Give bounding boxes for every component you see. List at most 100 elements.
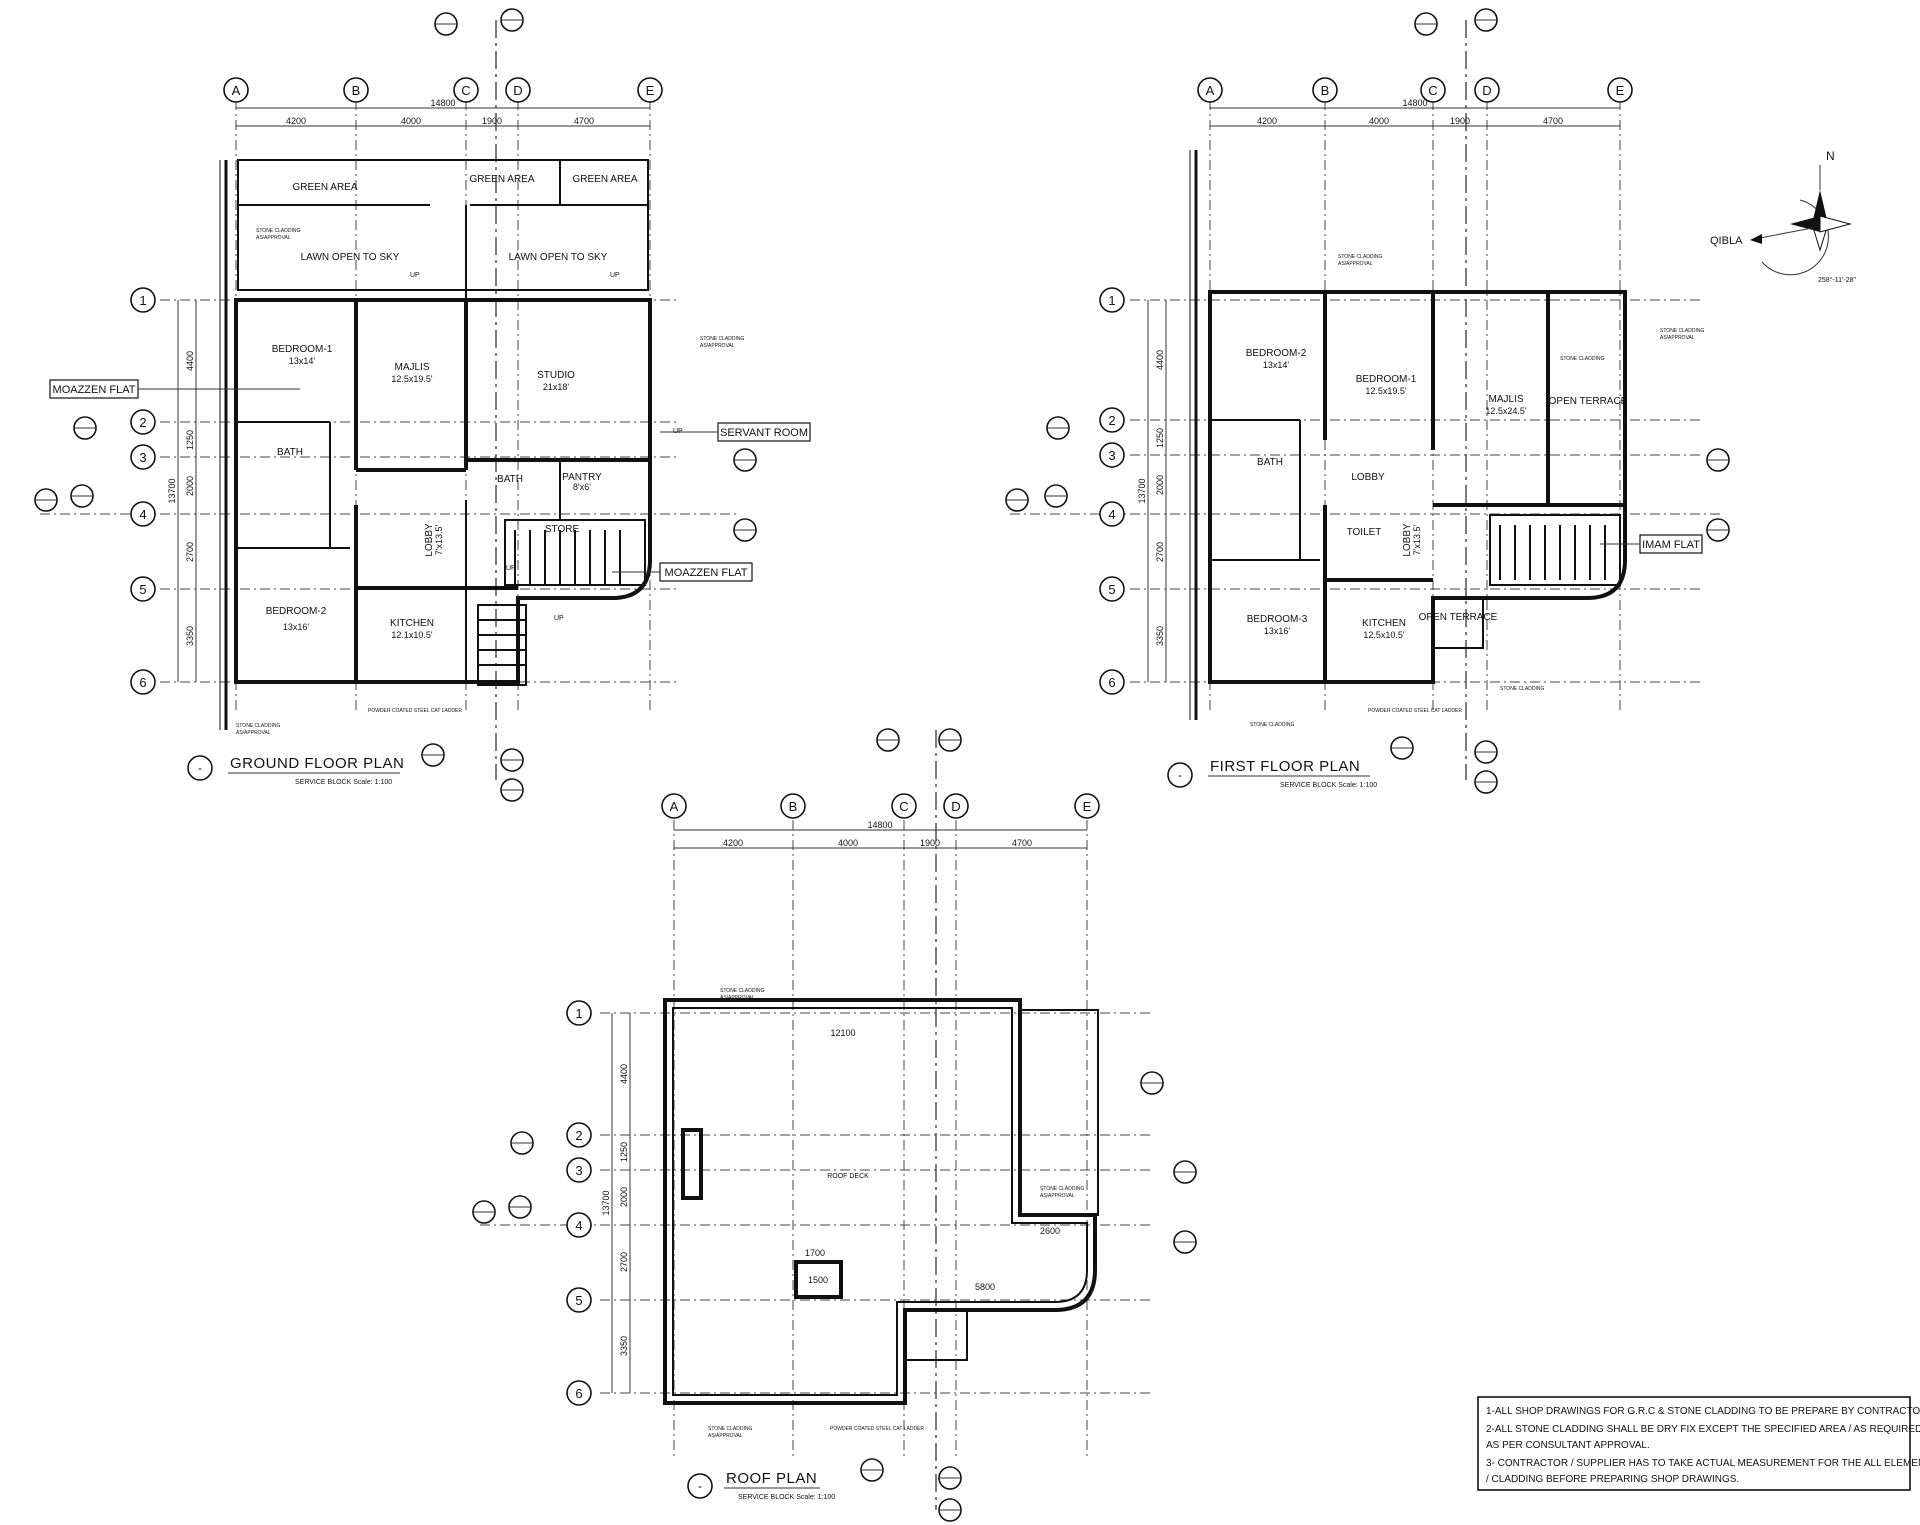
gf-grid-lines — [40, 20, 740, 780]
ff-callout-imam-flat: IMAM FLAT — [1642, 539, 1700, 551]
gf-dim-total: 14800 — [430, 98, 455, 108]
gf-room-store: STORE — [545, 524, 580, 535]
gf-col-c: C — [461, 83, 470, 98]
ff-title-dash: - — [1178, 768, 1182, 782]
gf-room-lawn-2: LAWN OPEN TO SKY — [509, 252, 608, 263]
gf-up-2: UP — [610, 272, 620, 279]
rp-title: ROOF PLAN — [726, 1470, 817, 1487]
gf-row-span-2: 1250 — [185, 430, 195, 450]
qibla-angle: 258°-11'-28" — [1818, 276, 1857, 284]
ff-stone-cladding-1-sub: AS/APPROVAL — [1338, 261, 1373, 267]
rp-row-2: 2 — [575, 1128, 582, 1143]
rp-title-dash: - — [698, 1479, 702, 1493]
rp-col-a: A — [670, 799, 679, 814]
rp-parapet-outer — [663, 998, 1097, 1405]
rp-row-5: 5 — [575, 1293, 582, 1308]
ff-room-bath: BATH — [1257, 457, 1283, 468]
gf-stone-cladding-2: STONE CLADDING — [700, 336, 744, 342]
ff-room-majlis: MAJLIS — [1488, 394, 1523, 405]
rp-col-d: D — [951, 799, 960, 814]
gf-dim-span-1: 4200 — [286, 116, 306, 126]
gf-up-3: UP — [673, 428, 683, 435]
north-label: N — [1826, 149, 1835, 163]
gf-annotations: UP UP UP UP UP UP STONE CLADDING AS/APPR… — [236, 228, 744, 736]
ff-row-span-5: 3350 — [1155, 626, 1165, 646]
rp-stone-cladding-3: STONE CLADDING — [708, 1426, 752, 1432]
rp-dim-5800: 5800 — [975, 1282, 995, 1292]
gf-room-bedroom-2-size: 13x16' — [283, 622, 310, 632]
rp-stone-cladding-1: STONE CLADDING — [720, 988, 764, 994]
ff-row-span-3: 2000 — [1155, 475, 1165, 495]
qibla-label: QIBLA — [1710, 235, 1743, 247]
ff-col-d: D — [1482, 83, 1491, 98]
ff-stone-cladding-3: STONE CLADDING — [1560, 356, 1604, 362]
note-2: 2-ALL STONE CLADDING SHALL BE DRY FIX EX… — [1486, 1424, 1920, 1435]
rp-row-bubbles: 1 2 3 4 5 6 — [566, 1000, 592, 1406]
rp-col-c: C — [899, 799, 908, 814]
gf-col-d: D — [513, 83, 522, 98]
gf-room-bath-2: BATH — [497, 474, 523, 485]
rp-col-e: E — [1083, 799, 1092, 814]
rp-dim-span-4: 4700 — [1012, 838, 1032, 848]
gf-room-bedroom-1-size: 13x14' — [289, 356, 316, 366]
ff-row-3: 3 — [1108, 448, 1115, 463]
ff-row-span-4: 2700 — [1155, 542, 1165, 562]
note-2b: AS PER CONSULTANT APPROVAL. — [1486, 1440, 1650, 1451]
ff-dim-total: 14800 — [1402, 98, 1427, 108]
ff-room-bedroom-1-size: 12.5x19.5' — [1365, 386, 1407, 396]
gf-callouts: MOAZZEN FLAT SERVANT ROOM MOAZZEN FLAT — [49, 379, 811, 582]
rp-stone-cladding-3-sub: AS/APPROVAL — [708, 1433, 743, 1439]
gf-row-span-1: 4400 — [185, 351, 195, 371]
ff-title: FIRST FLOOR PLAN — [1210, 758, 1360, 775]
ff-col-c: C — [1428, 83, 1437, 98]
ff-row-bubbles: 1 2 3 4 5 6 — [1099, 287, 1125, 695]
ff-room-bedroom-3: BEDROOM-3 — [1247, 614, 1308, 625]
ff-room-kitchen: KITCHEN — [1362, 618, 1406, 629]
gf-room-majlis: MAJLIS — [394, 362, 429, 373]
rp-labels: ROOF DECK 12100 1700 1500 5800 2600 STON… — [708, 988, 1084, 1439]
gf-row-1: 1 — [139, 293, 146, 308]
ff-row-4: 4 — [1108, 507, 1115, 522]
gf-up-1: UP — [410, 272, 420, 279]
ff-room-bedroom-1: BEDROOM-1 — [1356, 374, 1417, 385]
ff-stone-cladding-4: STONE CLADDING — [1250, 722, 1294, 728]
gf-room-majlis-size: 12.5x19.5' — [391, 374, 433, 384]
gf-row-bubbles: 1 2 3 4 5 6 — [130, 287, 156, 695]
ff-title-block: - FIRST FLOOR PLAN SERVICE BLOCK Scale: … — [1167, 758, 1377, 789]
gf-dim-span-2: 4000 — [401, 116, 421, 126]
gf-room-studio: STUDIO — [537, 370, 575, 381]
gf-interior-walls — [236, 300, 650, 686]
rp-col-b: B — [789, 799, 798, 814]
ff-room-labels: BEDROOM-2 13x14' BEDROOM-1 12.5x19.5' MA… — [1246, 348, 1628, 640]
ff-annotations: STONE CLADDING AS/APPROVAL STONE CLADDIN… — [1250, 254, 1704, 728]
gf-col-e: E — [646, 83, 655, 98]
ff-stone-cladding-2: STONE CLADDING — [1660, 328, 1704, 334]
rp-stone-cladding-1-sub: AS/APPROVAL — [720, 995, 755, 1001]
ff-row-2: 2 — [1108, 413, 1115, 428]
gf-stone-cladding-1: STONE CLADDING — [256, 228, 300, 234]
rp-roof-deck: ROOF DECK — [827, 1173, 869, 1180]
gf-col-b: B — [352, 83, 361, 98]
gf-row-span-5: 3350 — [185, 626, 195, 646]
gf-title: GROUND FLOOR PLAN — [230, 755, 404, 772]
ff-col-b: B — [1321, 83, 1330, 98]
ff-dim-span-4: 4700 — [1543, 116, 1563, 126]
ff-row-span-2: 1250 — [1155, 428, 1165, 448]
gf-row-span-4: 2700 — [185, 542, 195, 562]
gf-room-green-2: GREEN AREA — [469, 174, 534, 185]
ff-column-dims: 14800 4200 4000 1900 4700 — [1210, 98, 1620, 127]
ff-stone-cladding-2-sub: AS/APPROVAL — [1660, 335, 1695, 341]
gf-room-pantry-size: 8'x6' — [573, 482, 591, 492]
rp-row-span-3: 2000 — [619, 1187, 629, 1207]
rp-parapet-inner — [672, 1007, 1088, 1396]
ff-subtitle: SERVICE BLOCK Scale: 1:100 — [1280, 782, 1377, 789]
ff-callouts: IMAM FLAT — [1600, 534, 1703, 554]
gf-up-5: UP — [554, 615, 564, 622]
ff-dim-span-2: 4000 — [1369, 116, 1389, 126]
ff-room-bedroom-2-size: 13x14' — [1263, 360, 1290, 370]
ff-stone-cladding-5: STONE CLADDING — [1500, 686, 1544, 692]
ff-col-a: A — [1206, 83, 1215, 98]
gf-callout-servant-room: SERVANT ROOM — [720, 427, 808, 439]
rp-dim-total: 14800 — [867, 820, 892, 830]
ff-row-1: 1 — [1108, 293, 1115, 308]
